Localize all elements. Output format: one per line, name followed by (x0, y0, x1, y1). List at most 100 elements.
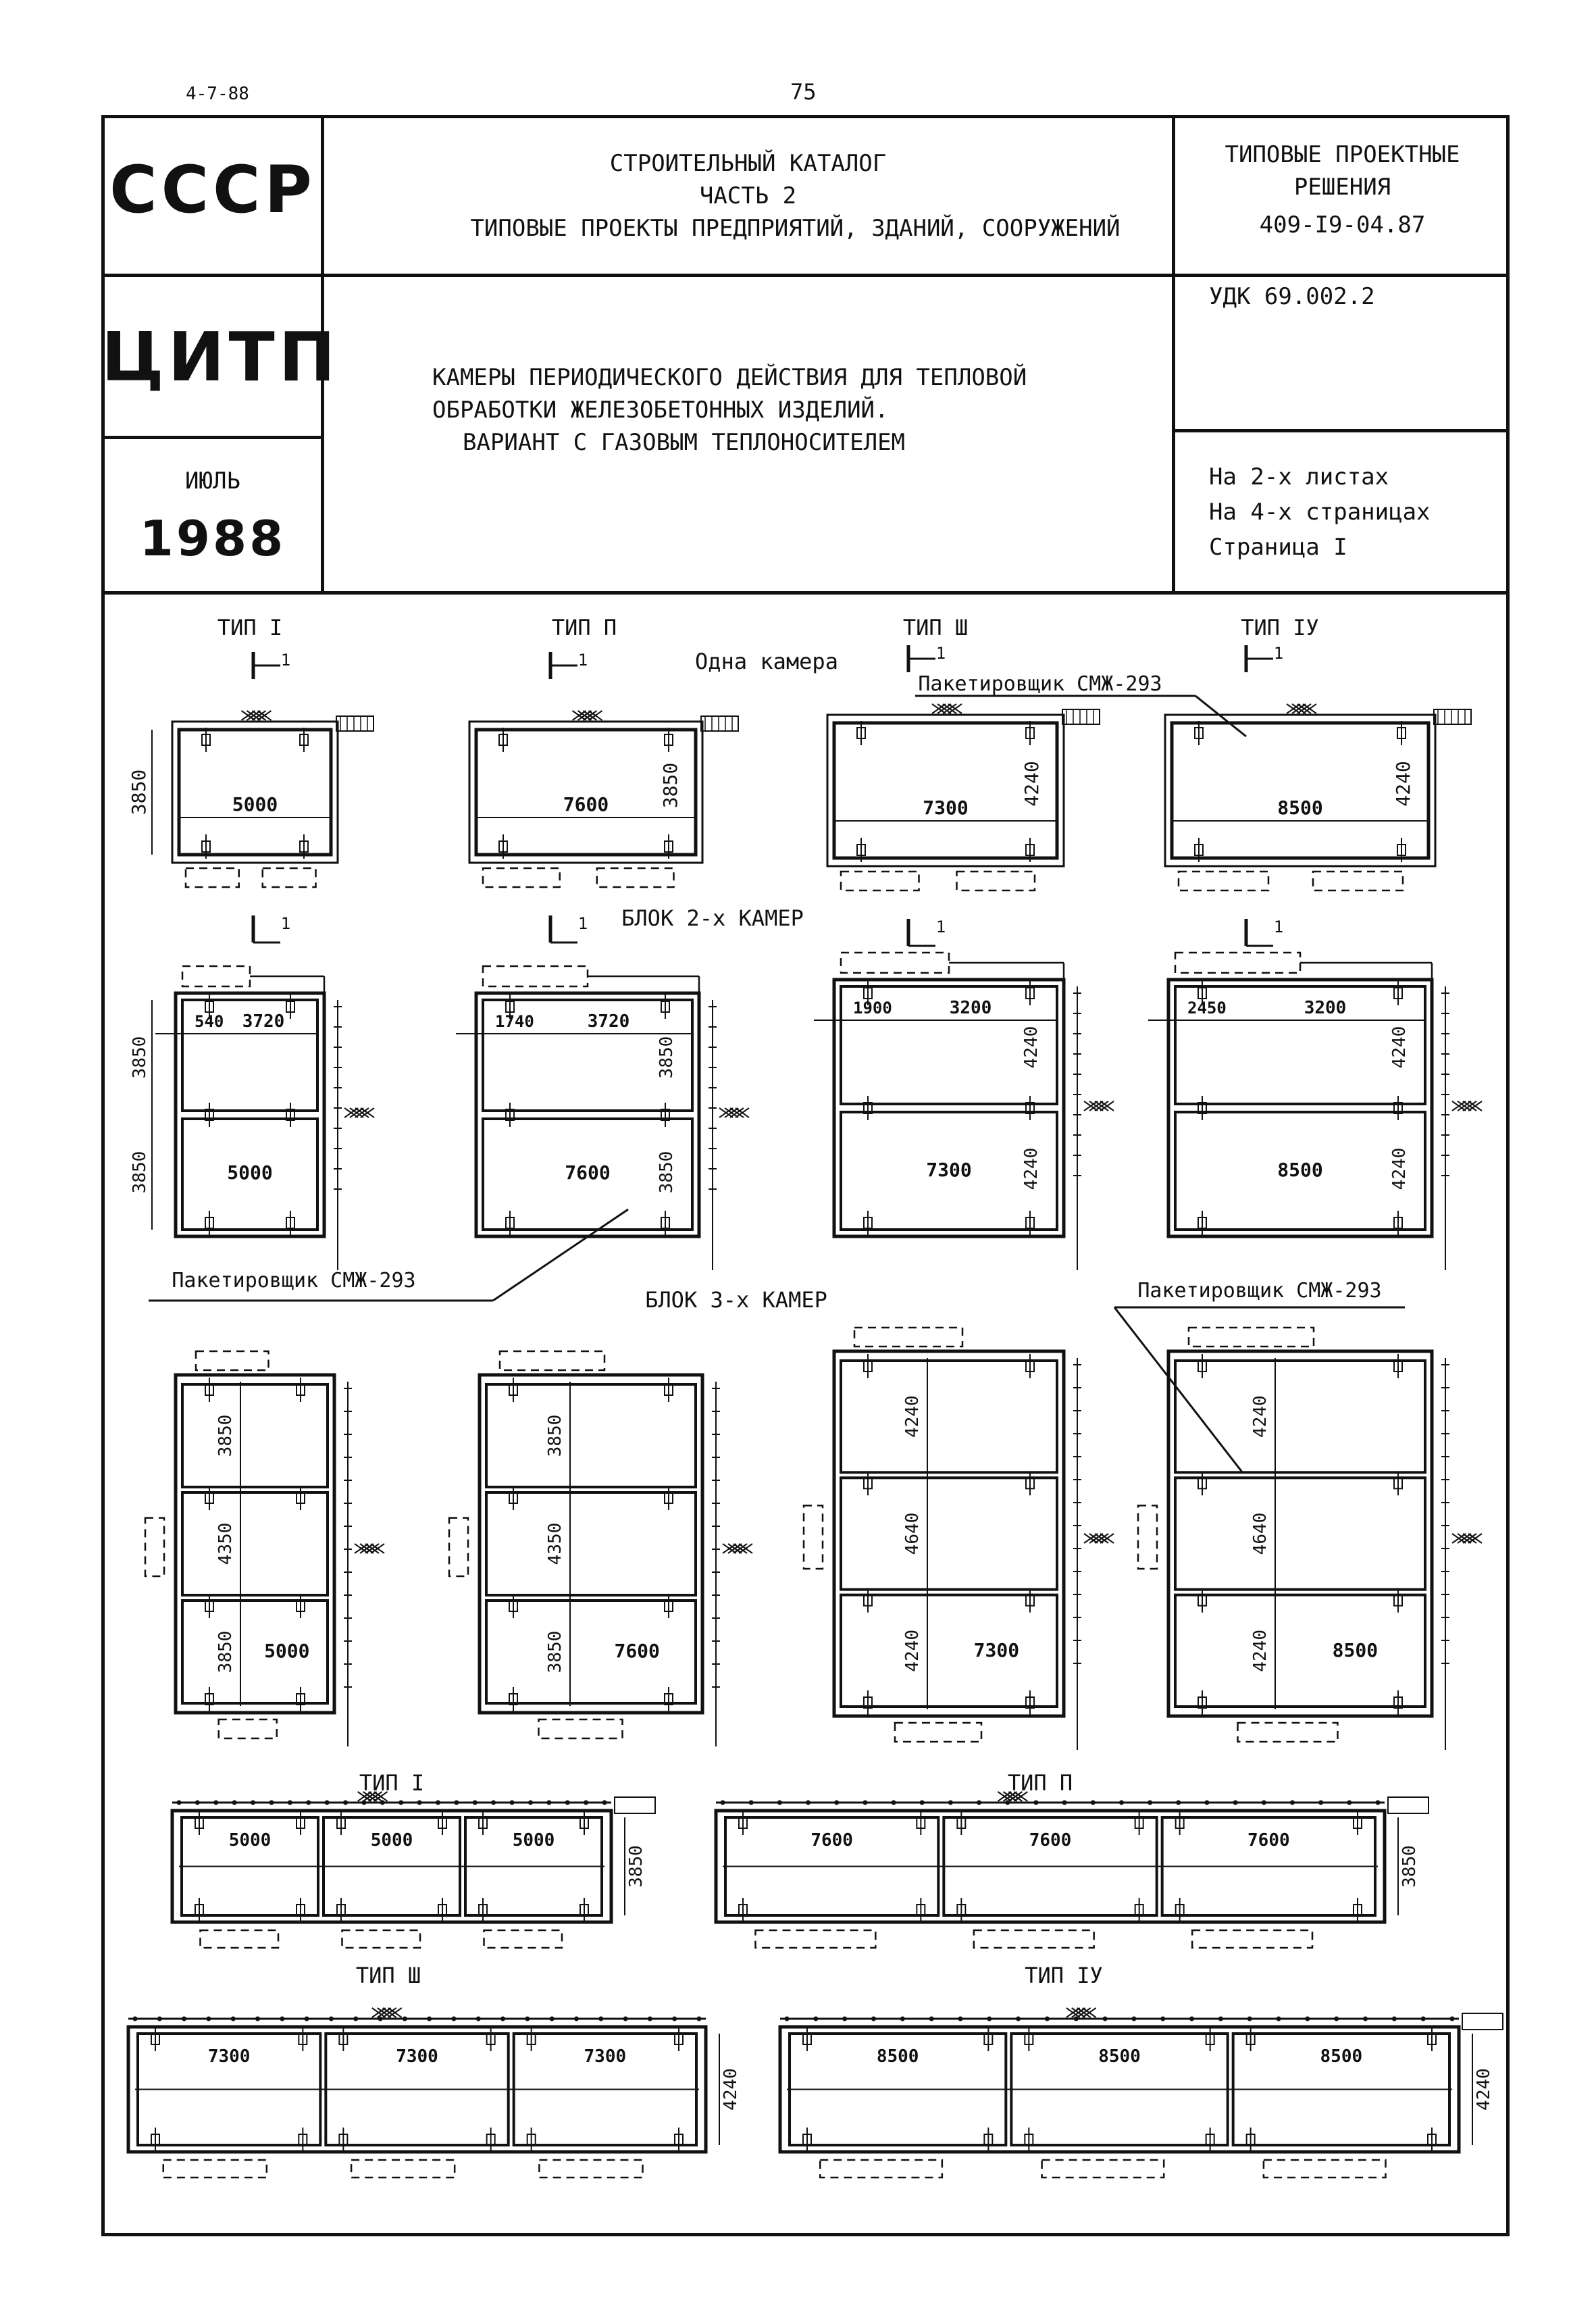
type-heading: ТИП П (552, 615, 617, 640)
rail-point (891, 1800, 896, 1805)
hatch-mark (733, 1543, 748, 1554)
rail-point (328, 2016, 334, 2021)
rail-point (251, 1800, 256, 1805)
hatch-mark (735, 1107, 750, 1118)
rail-point (1118, 1800, 1124, 1805)
rail-point (813, 2016, 819, 2021)
hatch-mark (571, 710, 587, 721)
dimension-height: 3850 (626, 1845, 646, 1888)
hatch-mark (948, 703, 962, 714)
sheet-info: На 2-х листах На 4-х страницах Страница … (1209, 459, 1431, 565)
gas-duct (853, 1326, 964, 1348)
hatch-mark (724, 1107, 739, 1118)
hatch-mark (388, 2007, 403, 2018)
gas-duct (973, 1929, 1095, 1949)
rail-point (472, 1800, 478, 1805)
gas-duct (483, 1929, 563, 1949)
rail-point (232, 1800, 237, 1805)
month: ИЮЛЬ (185, 468, 240, 495)
chamber (1170, 721, 1431, 860)
title-line: КАМЕРЫ ПЕРИОДИЧЕСКОГО ДЕЙСТВИЯ ДЛЯ ТЕПЛО… (432, 364, 1027, 391)
leader-line (1113, 1307, 1244, 1474)
hatch-mark (349, 1107, 364, 1118)
rail-point (987, 2016, 992, 2021)
rail-point (1363, 2016, 1368, 2021)
rail-point (1375, 1800, 1381, 1805)
dimension-span: 3720 (242, 1011, 285, 1032)
gas-duct (448, 1517, 469, 1578)
dimension-height: 4240 (1389, 1148, 1410, 1190)
gas-duct (199, 1929, 280, 1949)
hatch-mark (719, 1107, 733, 1118)
type-heading: ТИП I (217, 615, 282, 640)
leader-line (1195, 695, 1247, 738)
rail-point (919, 1800, 925, 1805)
chamber-wall (468, 720, 704, 864)
rail-point (696, 2016, 702, 2021)
hatch-mark (1002, 1791, 1017, 1802)
hatch-mark (359, 1543, 374, 1554)
gas-duct (754, 1929, 877, 1949)
gas-duct (341, 1929, 421, 1949)
rail-point (1391, 2016, 1397, 2021)
dimension-width: 8500 (1277, 1159, 1322, 1181)
rail-point (784, 2016, 790, 2021)
hatch-mark (1066, 2007, 1081, 2018)
chamber-wall (1166, 1349, 1434, 1718)
rail-point (573, 2016, 579, 2021)
chamber (474, 728, 698, 857)
hatch-mark (370, 1543, 385, 1554)
rail-point (304, 2016, 309, 2021)
chamber (181, 1117, 319, 1231)
rail-point (1218, 2016, 1223, 2021)
dimension-height: 4240 (1021, 1026, 1041, 1069)
chamber-wall (1164, 713, 1437, 867)
dimension-height: 4240 (1392, 761, 1414, 806)
header-divider (321, 115, 324, 595)
hatch-mark (368, 1791, 383, 1802)
gas-pipe (1462, 2013, 1503, 2030)
gas-pipe (336, 715, 374, 732)
gas-duct (1177, 870, 1270, 892)
rail-point (806, 1800, 811, 1805)
rail-point (948, 1800, 953, 1805)
hatch-mark (240, 710, 256, 721)
gas-duct (840, 951, 950, 974)
hatch-mark (738, 1543, 753, 1554)
rail-point (1148, 1800, 1153, 1805)
gas-pipe (1387, 1796, 1429, 1814)
dimension-height: 3850 (130, 1151, 150, 1194)
dimension-span: 3200 (1304, 998, 1347, 1018)
dimension-height: 4640 (902, 1513, 923, 1555)
hatch-mark (1468, 1533, 1483, 1544)
dimension-width: 5000 (227, 1161, 272, 1184)
year: 1988 (139, 510, 286, 567)
gas-duct (1041, 2159, 1165, 2179)
gas-duct (350, 2159, 456, 2179)
gas-duct (144, 1517, 165, 1578)
rail-point (417, 1800, 422, 1805)
block3-heading: БЛОК 3-х КАМЕР (645, 1287, 827, 1313)
hatch-mark (588, 710, 603, 721)
rail-point (565, 1800, 570, 1805)
dimension-width: 7300 (584, 2046, 627, 2067)
gas-pipe (614, 1796, 656, 1814)
rail-point (527, 1800, 533, 1805)
hatch-mark (722, 1543, 737, 1554)
hatch-mark (1083, 1101, 1098, 1111)
rail-point (623, 2016, 628, 2021)
dimension-width: 7300 (974, 1639, 1019, 1661)
chamber-wall (478, 1373, 704, 1715)
solutions-line: ТИПОВЫЕ ПРОЕКТНЫЕ (1225, 141, 1460, 168)
chamber (1174, 1476, 1426, 1591)
gas-duct (538, 2159, 644, 2179)
gas-duct (1187, 1326, 1315, 1348)
chamber (482, 1117, 694, 1231)
rail-point (1334, 2016, 1339, 2021)
dimension-height: 3850 (657, 1151, 677, 1194)
hatch-mark (1089, 1101, 1104, 1111)
rail-point (1233, 1800, 1238, 1805)
hatch-mark (257, 710, 272, 721)
rail-point (842, 2016, 848, 2021)
